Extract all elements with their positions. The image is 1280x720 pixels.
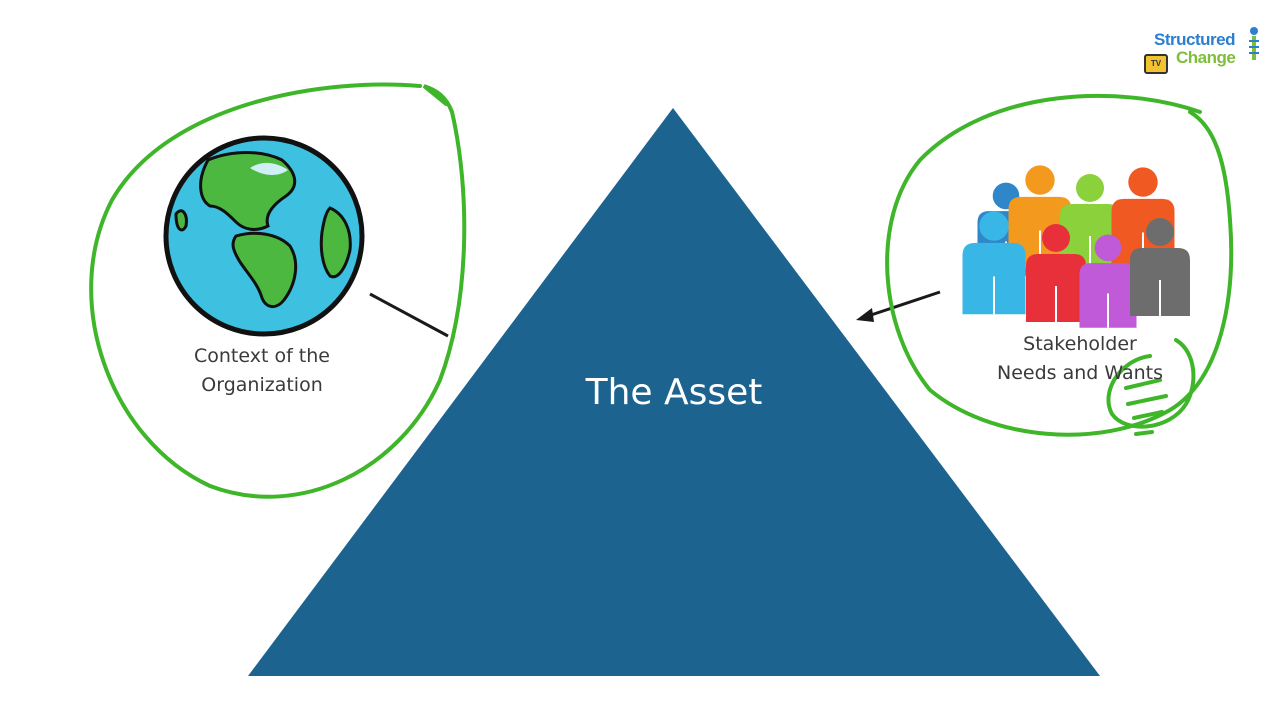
person-figure bbox=[1026, 224, 1086, 322]
context-label-line2: Organization bbox=[201, 374, 323, 396]
annotation-circle-left bbox=[89, 82, 467, 499]
annotation-scribble bbox=[1106, 338, 1196, 436]
arrow-right-to-asset bbox=[856, 290, 941, 322]
brand-logo: Structured Change TV bbox=[1142, 22, 1268, 78]
stakeholders-icon bbox=[962, 165, 1190, 328]
logo-line1: Structured bbox=[1154, 30, 1235, 49]
spiral-icon bbox=[1249, 27, 1259, 60]
context-label-line1: Context of the bbox=[193, 345, 330, 367]
stakeholder-label-line1: Stakeholder bbox=[1023, 333, 1137, 355]
context-label: Context of the Organization bbox=[160, 342, 364, 400]
person-figure bbox=[962, 211, 1026, 315]
globe-icon bbox=[163, 135, 365, 337]
tv-icon: TV bbox=[1144, 54, 1168, 74]
asset-label: The Asset bbox=[585, 372, 763, 413]
person-figure bbox=[1130, 218, 1190, 316]
arrow-left-to-asset bbox=[369, 292, 449, 338]
stakeholder-label: Stakeholder Needs and Wants bbox=[980, 330, 1180, 388]
annotation-circle-right bbox=[885, 93, 1234, 437]
stakeholder-label-line2: Needs and Wants bbox=[997, 362, 1163, 384]
logo-line2: Change bbox=[1176, 48, 1236, 67]
asset-triangle bbox=[248, 108, 1100, 676]
person-figure bbox=[1079, 234, 1137, 328]
